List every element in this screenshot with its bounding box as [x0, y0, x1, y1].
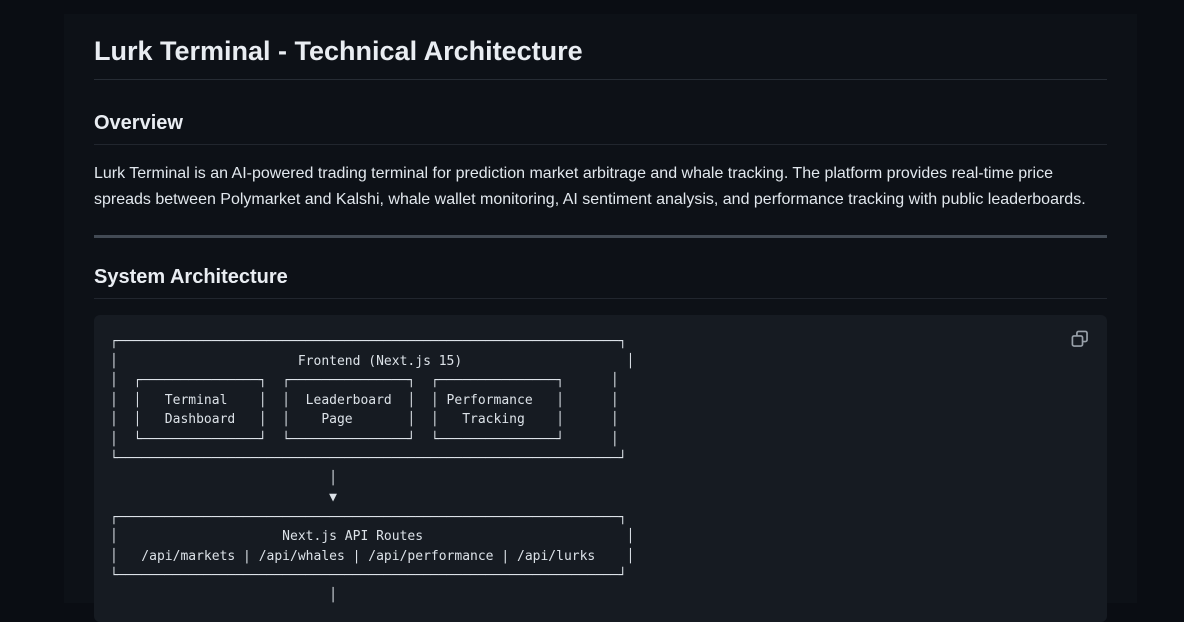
section-divider: [94, 235, 1107, 238]
page-title: Lurk Terminal - Technical Architecture: [94, 34, 1107, 80]
section-heading-system-architecture: System Architecture: [94, 264, 1107, 299]
copy-icon: [1071, 330, 1091, 348]
architecture-code-block: ┌───────────────────────────────────────…: [94, 315, 1107, 622]
document-content: Lurk Terminal - Technical Architecture O…: [64, 14, 1137, 622]
copy-button[interactable]: [1071, 329, 1091, 349]
overview-paragraph: Lurk Terminal is an AI-powered trading t…: [94, 165, 1086, 208]
section-heading-overview: Overview: [94, 110, 1107, 145]
architecture-diagram: ┌───────────────────────────────────────…: [110, 334, 635, 603]
